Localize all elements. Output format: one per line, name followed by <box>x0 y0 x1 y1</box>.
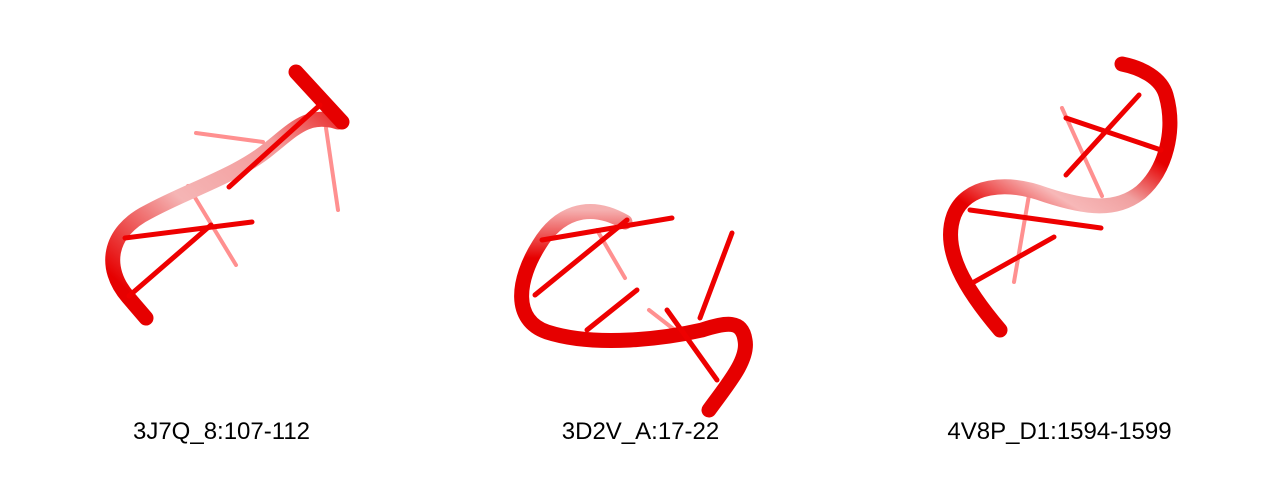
rna-structure-3 <box>846 0 1273 400</box>
backbone-strand <box>113 119 338 318</box>
backbone-strand <box>522 212 746 410</box>
structure-panel-3: 4V8P_D1:1594-1599 <box>846 0 1273 480</box>
rna-structure-1 <box>8 0 435 400</box>
structure-panel-2: 3D2V_A:17-22 <box>427 0 854 480</box>
rna-structure-2 <box>427 0 854 400</box>
backbone-strand <box>951 64 1170 330</box>
structure-label-3: 4V8P_D1:1594-1599 <box>846 418 1273 446</box>
structure-label-2: 3D2V_A:17-22 <box>427 418 854 446</box>
structure-label-1: 3J7Q_8:107-112 <box>8 418 435 446</box>
structure-panel-1: 3J7Q_8:107-112 <box>8 0 435 480</box>
base-sticks-front <box>535 218 732 380</box>
base-sticks-back <box>597 230 685 338</box>
